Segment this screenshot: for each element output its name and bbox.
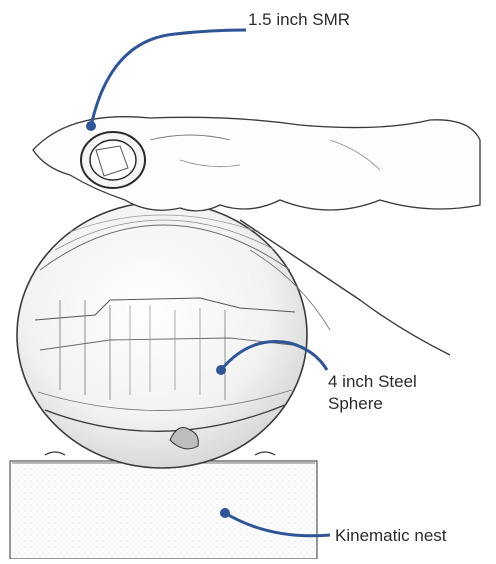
steel-sphere-label: 4 inch Steel Sphere xyxy=(328,371,417,415)
steel-sphere-label-line1: 4 inch Steel xyxy=(328,371,417,393)
kinematic-nest-block xyxy=(10,461,317,559)
steel-sphere xyxy=(17,202,307,468)
smr-label: 1.5 inch SMR xyxy=(248,9,350,31)
kinematic-nest-label: Kinematic nest xyxy=(335,525,447,547)
smr-target xyxy=(81,132,145,188)
steel-sphere-label-line2: Sphere xyxy=(328,393,417,415)
